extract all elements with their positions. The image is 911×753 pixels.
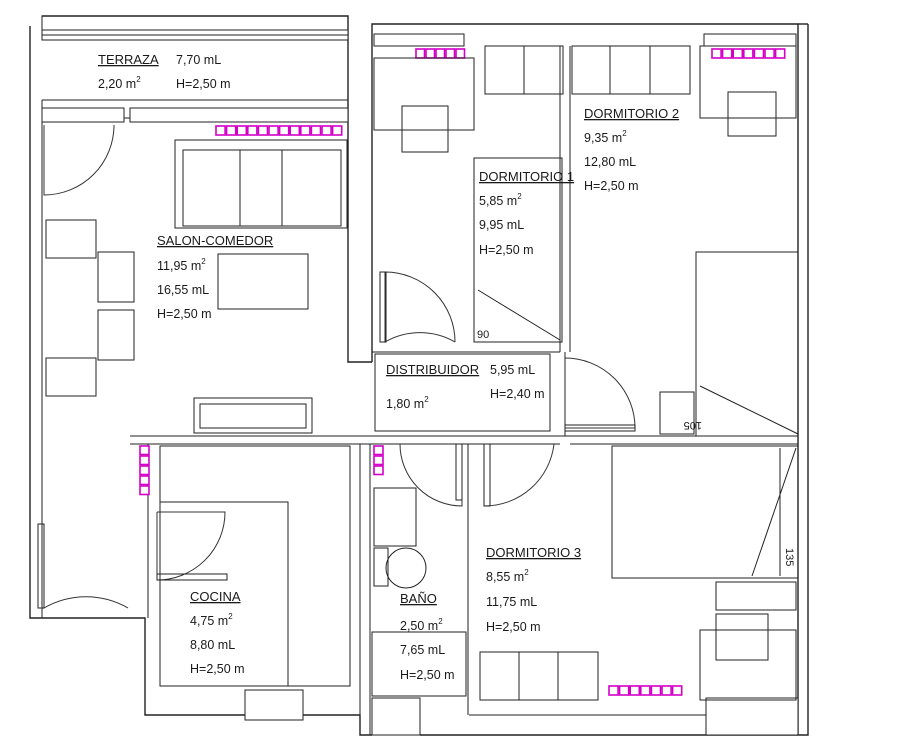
- room-label-salon: SALON-COMEDOR 11,95 m2 16,55 mL H=2,50 m: [157, 233, 273, 321]
- dormitorio3-length: 11,75 mL: [486, 595, 537, 609]
- dormitorio1-name: DORMITORIO 1: [479, 169, 574, 184]
- radiator-element: [753, 48, 765, 59]
- radiator-element: [711, 48, 722, 59]
- dormitorio1-height: H=2,50 m: [479, 243, 534, 257]
- radiator-element: [373, 465, 384, 476]
- terraza-length: 7,70 mL: [176, 53, 221, 67]
- dormitorio2-height: H=2,50 m: [584, 179, 639, 193]
- radiator-element: [608, 685, 619, 696]
- cocina-height: H=2,50 m: [190, 662, 245, 676]
- distribuidor-area: 1,80 m2: [386, 395, 429, 411]
- dormitorio3-height: H=2,50 m: [486, 620, 541, 634]
- radiator-element: [618, 685, 630, 696]
- radiator-element: [299, 125, 311, 136]
- salon-name: SALON-COMEDOR: [157, 233, 273, 248]
- bano-length: 7,65 mL: [400, 643, 445, 657]
- dormitorio3-area: 8,55 m2: [486, 568, 529, 584]
- radiator-element: [321, 125, 332, 136]
- salon-length: 16,55 mL: [157, 283, 209, 297]
- radiator-element: [764, 48, 775, 59]
- radiator-element: [639, 685, 651, 696]
- dormitorio1-length: 9,95 mL: [479, 218, 524, 232]
- radiator-element: [268, 125, 279, 136]
- dormitorio3-name: DORMITORIO 3: [486, 545, 581, 560]
- room-label-bano: BAÑO 2,50 m2 7,65 mL H=2,50 m: [400, 591, 455, 682]
- dormitorio2-length: 12,80 mL: [584, 155, 636, 169]
- radiator-element: [373, 455, 384, 466]
- radiator-element: [415, 48, 426, 59]
- radiator-element: [445, 48, 456, 59]
- radiator-element: [650, 685, 662, 696]
- radiator-element: [425, 48, 436, 59]
- cocina-length: 8,80 mL: [190, 638, 235, 652]
- radiator-element: [215, 125, 226, 136]
- radiator-element: [278, 125, 290, 136]
- radiator-element: [661, 685, 672, 696]
- distribuidor-name: DISTRIBUIDOR: [386, 362, 479, 377]
- bano-area: 2,50 m2: [400, 617, 443, 633]
- radiator-element: [225, 125, 237, 136]
- room-label-dormitorio1: DORMITORIO 1 5,85 m2 9,95 mL H=2,50 m: [479, 169, 574, 257]
- radiator-element: [257, 125, 269, 136]
- radiator-element: [139, 455, 150, 466]
- radiators: [139, 48, 786, 696]
- room-label-dormitorio2: DORMITORIO 2 9,35 m2 12,80 mL H=2,50 m: [584, 106, 679, 193]
- terraza-name: TERRAZA: [98, 52, 159, 67]
- radiator-element: [721, 48, 733, 59]
- windows: [41, 29, 799, 736]
- furniture: [45, 45, 799, 701]
- cocina-name: COCINA: [190, 589, 241, 604]
- radiator-element: [139, 475, 150, 486]
- bano-name: BAÑO: [400, 591, 437, 606]
- radiator-element: [331, 125, 343, 136]
- room-label-distribuidor: DISTRIBUIDOR 5,95 mL 1,80 m2 H=2,40 m: [386, 362, 545, 411]
- room-label-terraza: TERRAZA 7,70 mL 2,20 m2 H=2,50 m: [98, 52, 231, 91]
- radiator-element: [236, 125, 248, 136]
- bano-height: H=2,50 m: [400, 668, 455, 682]
- radiator-element: [289, 125, 301, 136]
- bed-label-105: 105: [684, 419, 702, 431]
- radiator-element: [629, 685, 641, 696]
- radiator-element: [455, 48, 466, 59]
- radiator-element: [139, 485, 150, 496]
- bed-label-135: 135: [783, 548, 795, 566]
- radiator-element: [139, 465, 150, 476]
- bed-label-90: 90: [477, 329, 489, 341]
- radiator-element: [310, 125, 322, 136]
- doors: [37, 124, 636, 609]
- radiator-element: [373, 445, 384, 456]
- dormitorio2-name: DORMITORIO 2: [584, 106, 679, 121]
- salon-area: 11,95 m2: [157, 257, 206, 273]
- room-label-dormitorio3: DORMITORIO 3 8,55 m2 11,75 mL H=2,50 m: [486, 545, 581, 634]
- dormitorio1-area: 5,85 m2: [479, 192, 522, 208]
- terraza-area: 2,20 m2: [98, 75, 141, 91]
- radiator-element: [732, 48, 744, 59]
- radiator-element: [671, 685, 683, 696]
- radiator-element: [742, 48, 754, 59]
- radiator-element: [774, 48, 786, 59]
- distribuidor-length: 5,95 mL: [490, 363, 535, 377]
- radiator-element: [247, 125, 258, 136]
- radiator-element: [435, 48, 446, 59]
- distribuidor-height: H=2,40 m: [490, 387, 545, 401]
- dormitorio2-area: 9,35 m2: [584, 129, 627, 145]
- terraza-height: H=2,50 m: [176, 77, 231, 91]
- salon-height: H=2,50 m: [157, 307, 212, 321]
- radiator-element: [139, 445, 150, 456]
- room-label-cocina: COCINA 4,75 m2 8,80 mL H=2,50 m: [190, 589, 245, 676]
- cocina-area: 4,75 m2: [190, 612, 233, 628]
